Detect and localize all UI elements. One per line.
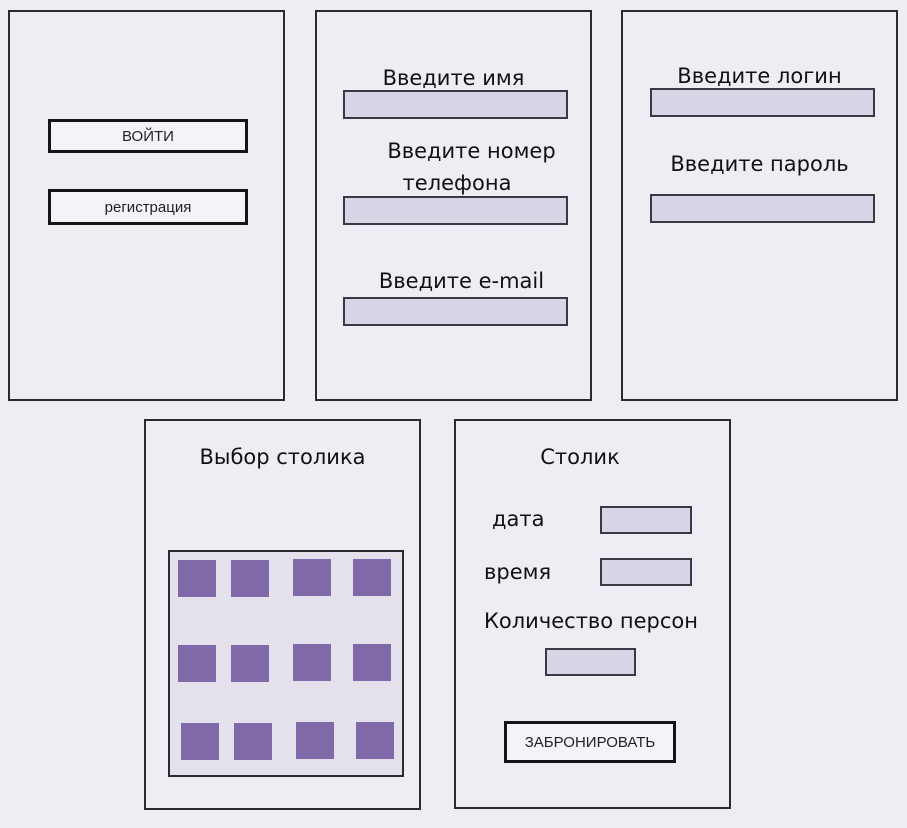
registration-screen: Введите имя Введите номер телефона Введи…: [315, 10, 592, 401]
table-9[interactable]: [181, 723, 219, 760]
login-input[interactable]: [650, 88, 875, 117]
persons-input[interactable]: [545, 648, 636, 676]
table-12[interactable]: [356, 722, 394, 759]
persons-label: Количество персон: [484, 609, 698, 633]
email-input[interactable]: [343, 297, 568, 326]
table-6[interactable]: [231, 645, 269, 682]
table-2[interactable]: [231, 560, 269, 597]
table-1[interactable]: [178, 560, 216, 597]
password-label: Введите пароль: [670, 152, 849, 176]
table-3[interactable]: [293, 559, 331, 596]
book-button[interactable]: ЗАБРОНИРОВАТЬ: [504, 721, 676, 763]
table-8[interactable]: [353, 644, 391, 681]
password-input[interactable]: [650, 194, 875, 223]
table-5[interactable]: [178, 645, 216, 682]
time-label: время: [484, 560, 552, 584]
login-button[interactable]: ВОЙТИ: [48, 119, 248, 153]
table-4[interactable]: [353, 559, 391, 596]
start-screen: ВОЙТИ регистрация: [8, 10, 285, 401]
phone-label-line2: телефона: [402, 171, 512, 195]
table-select-title: Выбор столика: [199, 445, 366, 469]
table-select-screen: Выбор столика: [144, 419, 421, 810]
login-label: Введите логин: [677, 64, 842, 88]
table-7[interactable]: [293, 644, 331, 681]
register-button[interactable]: регистрация: [48, 189, 248, 225]
date-input[interactable]: [600, 506, 692, 534]
phone-label-line1: Введите номер: [387, 139, 556, 163]
time-input[interactable]: [600, 558, 692, 586]
name-input[interactable]: [343, 90, 568, 119]
tables-map: [168, 550, 404, 777]
phone-input[interactable]: [343, 196, 568, 225]
booking-screen: Столик дата время Количество персон ЗАБР…: [454, 419, 731, 809]
email-label: Введите e-mail: [378, 269, 545, 293]
date-label: дата: [492, 507, 545, 531]
table-11[interactable]: [296, 722, 334, 759]
table-10[interactable]: [234, 723, 272, 760]
booking-title: Столик: [540, 445, 620, 469]
login-screen: Введите логин Введите пароль: [621, 10, 898, 401]
name-label: Введите имя: [382, 66, 525, 90]
